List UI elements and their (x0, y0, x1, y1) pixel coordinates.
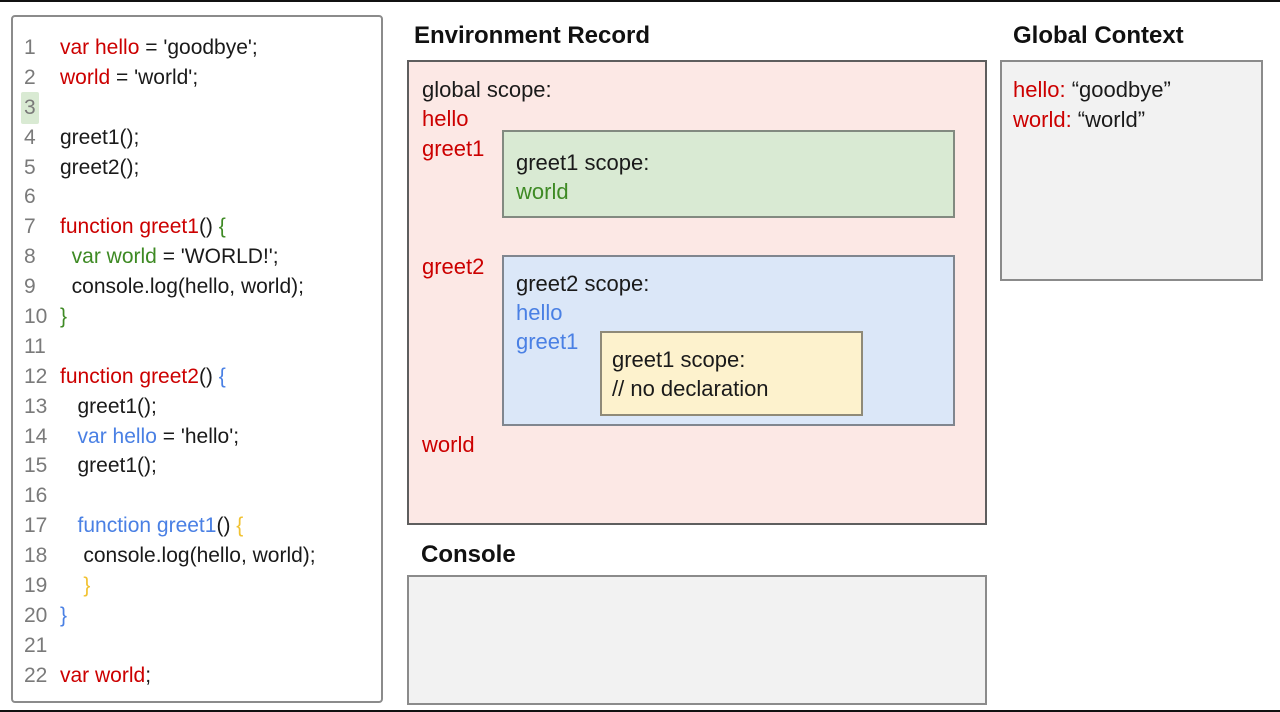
code-line: 19 } (13, 570, 381, 600)
code-text: world = 'world'; (60, 65, 199, 89)
slide-top-edge (0, 0, 1280, 2)
code-text: var world = 'WORLD!'; (60, 245, 279, 269)
code-text: function greet2() { (60, 364, 226, 388)
global-scope-box: global scope: hello greet1 greet2 world … (407, 60, 987, 525)
line-number: 21 (24, 633, 48, 657)
code-text: greet1(); (60, 454, 157, 478)
greet2-binding-hello: hello (516, 300, 563, 325)
code-line: 13 greet1(); (13, 391, 381, 421)
greet1-scope-box: greet1 scope: world (502, 130, 955, 218)
greet1-binding-world: world (516, 179, 569, 204)
inner-greet1-scope-label: greet1 scope: (612, 347, 746, 372)
line-number: 19 (24, 574, 48, 598)
code-line: 1 var hello = 'goodbye'; (13, 32, 381, 62)
global-scope-label: global scope: (422, 77, 552, 102)
line-number: 3 (21, 91, 60, 124)
greet2-scope-label: greet2 scope: (516, 271, 650, 296)
code-line: 3 (13, 91, 381, 124)
line-number: 2 (24, 65, 36, 89)
global-context-box: hello: “goodbye” world: “world” (1000, 60, 1263, 281)
line-number: 17 (24, 514, 48, 538)
line-number: 12 (24, 364, 48, 388)
line-number: 14 (24, 424, 48, 448)
line-number: 11 (24, 334, 46, 358)
console-title: Console (421, 541, 516, 568)
global-binding-greet2: greet2 (422, 254, 485, 279)
line-number: 15 (24, 454, 48, 478)
code-text: greet1(); (60, 125, 140, 149)
line-number: 22 (24, 663, 48, 687)
code-text: var hello = 'hello'; (77, 424, 240, 448)
greet2-scope-box: greet2 scope: hello greet1 greet1 scope:… (502, 255, 955, 426)
code-lines: 1 var hello = 'goodbye'; 2 world = 'world';… (13, 32, 381, 690)
code-line: 15 greet1(); (13, 450, 381, 480)
global-context-title: Global Context (1013, 22, 1184, 49)
line-number: 1 (24, 36, 36, 59)
variable-name: hello: (1013, 77, 1066, 102)
code-line: 17 function greet1() { (13, 510, 381, 540)
code-text: greet1(); (60, 394, 157, 418)
greet1-scope-label: greet1 scope: (516, 150, 650, 175)
code-line: 10} (13, 301, 381, 331)
code-text: } (60, 305, 68, 329)
code-line: 16 (13, 480, 381, 510)
variable-name: world: (1013, 106, 1072, 132)
code-line: 7 function greet1() { (13, 211, 381, 241)
line-number: 8 (24, 245, 36, 269)
code-text: function greet1() { (60, 215, 226, 239)
code-text: } (83, 574, 91, 598)
code-line: 11 (13, 331, 381, 361)
code-text: var world; (60, 663, 152, 687)
console-output-box (407, 575, 987, 705)
code-text: } (60, 603, 68, 627)
code-line: 2 world = 'world'; (13, 62, 381, 92)
variable-value: “world” (1071, 106, 1146, 132)
line-number: 5 (24, 155, 36, 179)
greet2-binding-greet1: greet1 (516, 329, 579, 354)
code-text: function greet1() { (77, 514, 244, 538)
code-line: 22 var world; (13, 660, 381, 690)
variable-value: “goodbye” (1065, 77, 1171, 102)
global-binding-greet1: greet1 (422, 136, 485, 161)
line-number: 9 (24, 275, 36, 299)
code-line: 9 console.log(hello, world); (13, 271, 381, 301)
global-binding-world: world (422, 432, 475, 457)
line-number: 18 (24, 544, 48, 568)
line-number: 20 (24, 603, 48, 627)
environment-record-title: Environment Record (414, 22, 651, 49)
line-number: 7 (24, 215, 36, 239)
line-number: 13 (24, 394, 48, 418)
code-text: console.log(hello, world); (60, 544, 316, 568)
line-number: 10 (24, 305, 48, 329)
code-line: 20} (13, 600, 381, 630)
global-context-entry: world: “world” (1013, 105, 1261, 135)
inner-greet1-scope-comment: // no declaration (612, 376, 769, 401)
line-number: 6 (24, 185, 36, 209)
global-context-entry: hello: “goodbye” (1013, 75, 1261, 105)
code-editor-panel: 1 var hello = 'goodbye'; 2 world = 'world';… (11, 15, 383, 703)
code-line: 5 greet2(); (13, 152, 381, 182)
code-line: 14 var hello = 'hello'; (13, 421, 381, 451)
line-number: 4 (24, 125, 36, 149)
code-line: 18 console.log(hello, world); (13, 540, 381, 570)
inner-greet1-scope-box: greet1 scope: // no declaration (600, 331, 863, 416)
code-line: 12 function greet2() { (13, 361, 381, 391)
code-line: 8 var world = 'WORLD!'; (13, 241, 381, 271)
code-text: console.log(hello, world); (60, 275, 304, 299)
code-text: var hello = 'goodbye'; (60, 36, 258, 59)
global-binding-hello: hello (422, 106, 469, 131)
line-number: 16 (24, 484, 48, 508)
slide-bottom-edge (0, 710, 1280, 712)
code-text: greet2(); (60, 155, 140, 179)
code-line: 6 (13, 181, 381, 211)
code-line: 4 greet1(); (13, 122, 381, 152)
code-line: 21 (13, 630, 381, 660)
